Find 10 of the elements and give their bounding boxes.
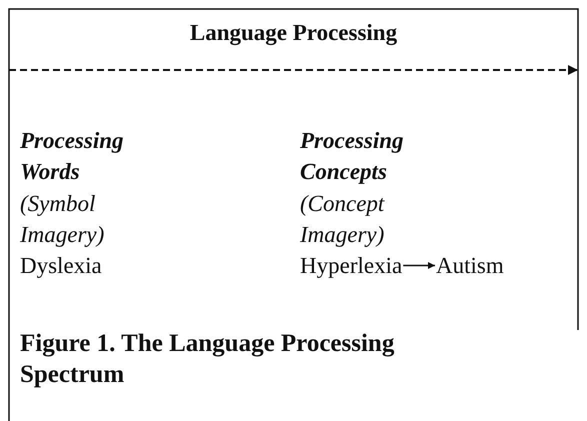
- title: Language Processing: [188, 19, 398, 48]
- column-subheading: (Concept Imagery): [300, 190, 386, 249]
- arrow: [403, 262, 435, 269]
- figure-caption: Figure 1. The Language Processing Spectrum: [20, 329, 396, 390]
- condition-label: Hyperlexia: [300, 250, 402, 281]
- condition-label: Dyslexia: [20, 252, 103, 280]
- column-subheading: (Symbol Imagery): [20, 190, 106, 249]
- condition-label: Autism: [436, 250, 504, 281]
- column-heading: Processing Concepts: [300, 127, 404, 186]
- column-heading: Processing Words: [20, 127, 124, 186]
